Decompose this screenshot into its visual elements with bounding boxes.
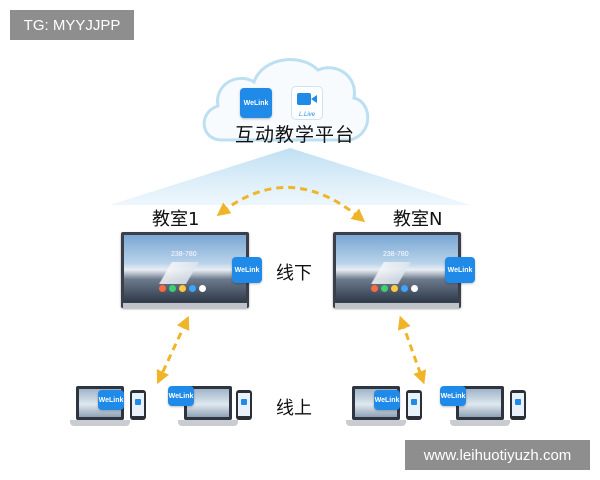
classroom-n-label: 教室N [393, 209, 443, 230]
welink-app-icon: WeLink [168, 386, 194, 406]
classroom-1-label: 教室1 [152, 209, 200, 230]
welink-app-icon: WeLink [240, 88, 272, 118]
phone-icon [236, 390, 252, 420]
classroomN-device-arrow [397, 315, 427, 385]
phone-icon [406, 390, 422, 420]
cloud-shape [202, 58, 370, 142]
board-app-dots [371, 285, 418, 292]
phone-icon [510, 390, 526, 420]
welink-app-icon: WeLink [98, 390, 124, 410]
video-camera-app-icon: L.Live [291, 86, 323, 120]
board-clock: 238-780 [171, 251, 197, 258]
laptop-icon [450, 386, 510, 432]
classroom-link-arrow [216, 185, 366, 223]
welink-app-icon: WeLink [374, 390, 400, 410]
board-app-dots [159, 285, 206, 292]
board-clock: 238-780 [383, 251, 409, 258]
platform-beam [110, 148, 470, 205]
classroom1-device-arrow [156, 315, 190, 385]
board-n-welink-icon: WeLink [445, 257, 475, 283]
url-watermark: www.leihuotiyuzh.com [405, 440, 590, 470]
platform-label: 互动教学平台 [235, 124, 356, 146]
online-label: 线上 [276, 398, 312, 419]
welink-app-icon: WeLink [440, 386, 466, 406]
phone-icon [130, 390, 146, 420]
board-1-welink-icon: WeLink [232, 257, 262, 283]
tg-watermark: TG: MYYJJPP [10, 10, 134, 40]
offline-label: 线下 [276, 263, 312, 284]
classroom-n-smart-board: 238-780 [333, 232, 461, 308]
classroom-1-smart-board: 238-780 [121, 232, 249, 308]
